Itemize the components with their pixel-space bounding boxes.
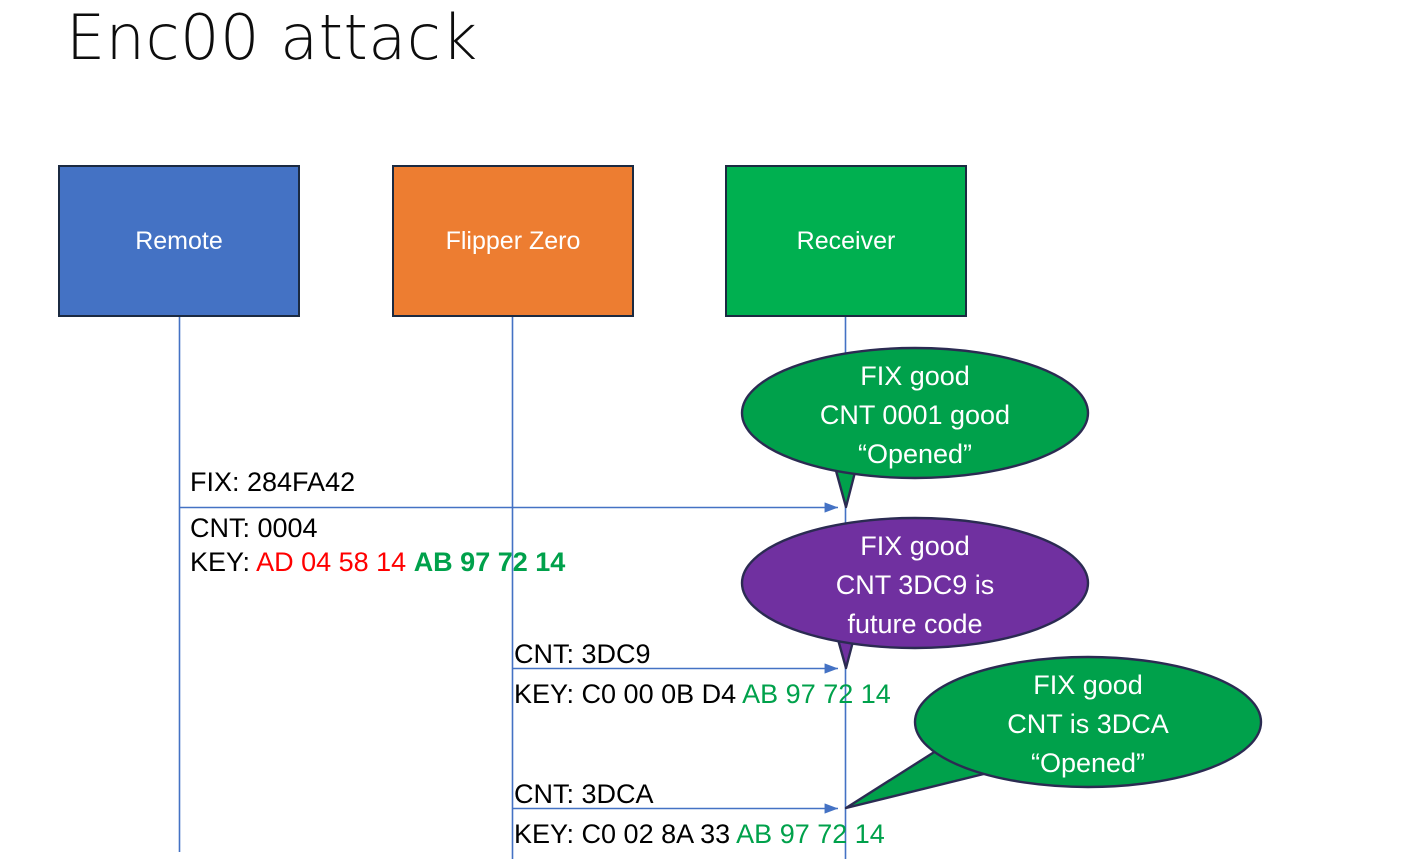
message-3-body: KEY: C0 02 8A 33 AB 97 72 14 <box>514 819 885 849</box>
actor-label-receiver: Receiver <box>796 227 896 255</box>
message-1-line-key: KEY: AD 04 58 14 AB 97 72 14 <box>190 546 566 577</box>
message-3-above-label: CNT: 3DCA <box>514 779 654 809</box>
key-space-1 <box>406 547 414 577</box>
actor-box-receiver[interactable]: Receiver <box>725 165 967 317</box>
message-2-above-label: CNT: 3DC9 <box>514 639 651 669</box>
message-2-body: KEY: C0 00 0B D4 AB 97 72 14 <box>514 679 891 709</box>
bubble-3-line-3: “Opened” <box>1030 748 1146 779</box>
bubble-1-line-1: FIX good <box>860 361 970 391</box>
key-prefix-2: KEY: C0 00 0B D4 <box>514 679 743 709</box>
bubble-3-line-1: FIX good <box>1033 670 1143 700</box>
bubble-3-line-2: CNT is 3DCA <box>1007 709 1169 740</box>
bubble-1-text: FIX good CNT 0001 good “Opened” <box>742 357 1088 474</box>
bubble-2-text: FIX good CNT 3DC9 is future code <box>742 527 1088 644</box>
message-1-above-label: FIX: 284FA42 <box>190 467 356 497</box>
key-hex-red-1: AD 04 58 14 <box>256 546 407 577</box>
bubble-3-text: FIX good CNT is 3DCA “Opened” <box>915 666 1261 783</box>
bubble-2-line-1: FIX good <box>860 531 970 561</box>
key-hex-green-2: AB 97 72 14 <box>742 679 891 709</box>
key-hex-green-1: AB 97 72 14 <box>413 546 566 577</box>
page-title: Enc00 attack <box>66 1 478 74</box>
actor-label-flipper-zero: Flipper Zero <box>445 227 581 255</box>
key-hex-green-3: AB 97 72 14 <box>736 819 885 849</box>
message-3-line-key: KEY: C0 02 8A 33 AB 97 72 14 <box>514 819 885 849</box>
bubble-2-line-3: future code <box>847 609 983 640</box>
actor-box-flipper-zero[interactable]: Flipper Zero <box>392 165 634 317</box>
key-prefix-3: KEY: C0 02 8A 33 <box>514 819 737 849</box>
actor-box-remote[interactable]: Remote <box>58 165 300 317</box>
actor-label-remote: Remote <box>135 227 223 255</box>
key-prefix-1: KEY: <box>190 546 257 577</box>
bubble-1-line-2: CNT 0001 good <box>819 400 1011 431</box>
message-1-line-cnt: CNT: 0004 <box>190 513 318 543</box>
bubble-2-line-2: CNT 3DC9 is <box>835 570 995 601</box>
bubble-1-line-3: “Opened” <box>857 439 973 470</box>
message-1-body: CNT: 0004 KEY: AD 04 58 14 AB 97 72 14 <box>190 513 566 577</box>
message-2-line-key: KEY: C0 00 0B D4 AB 97 72 14 <box>514 679 891 709</box>
